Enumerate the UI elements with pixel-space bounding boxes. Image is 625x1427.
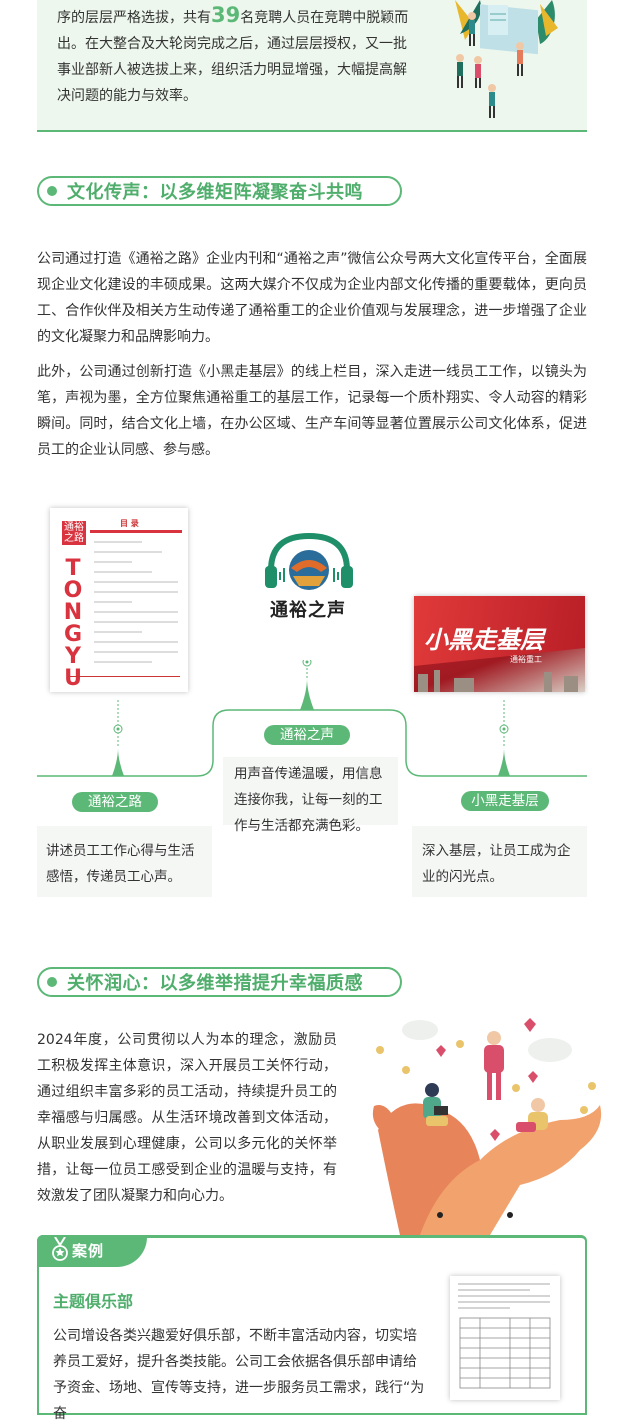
bullet-dot-icon bbox=[47, 186, 57, 196]
section-header-care: 关怀润心：以多维举措提升幸福质感 bbox=[37, 967, 402, 997]
label-tongyu-voice: 通裕之声 bbox=[264, 725, 350, 745]
highlight-number: 39 bbox=[211, 3, 241, 27]
club-document-image bbox=[450, 1276, 560, 1400]
desc-tongyu-road: 讲述员工工作心得与生活感悟，传递员工心声。 bbox=[37, 826, 212, 897]
label-tongyu-road: 通裕之路 bbox=[72, 792, 158, 812]
xiaohei-banner-title: 小黑走基层 bbox=[424, 625, 544, 654]
case-title: 主题俱乐部 bbox=[53, 1292, 134, 1311]
xiaohei-banner-sub: 通裕重工 bbox=[510, 655, 542, 664]
team-book-illustration bbox=[455, 0, 558, 118]
desc-tongyu-voice: 用声音传递温暖，用信息连接你我，让每一刻的工作与生活都充满色彩。 bbox=[223, 757, 398, 834]
intro-text-a: 序的层层严格选拔，共有 bbox=[57, 10, 211, 26]
case-label: 案例 bbox=[72, 1242, 105, 1260]
magazine-toc-heading: 目 录 bbox=[120, 519, 139, 528]
connector-lines bbox=[37, 660, 587, 777]
section-title: 关怀润心：以多维举措提升幸福质感 bbox=[67, 973, 363, 994]
culture-paragraph-1: 公司通过打造《通裕之路》企业内刊和“通裕之声”微信公众号两大文化宣传平台，全面展… bbox=[37, 251, 587, 345]
case-tab bbox=[37, 1235, 147, 1267]
intro-text-b: 名竞聘人员在竞聘中脱颖而出。在大整合及大轮岗完成之后，通过层层授权，又一批事业部… bbox=[57, 10, 409, 104]
bullet-dot-icon bbox=[47, 977, 57, 987]
magazine-logo: 通裕之路 bbox=[62, 521, 86, 545]
section-header-culture: 文化传声：以多维矩阵凝聚奋斗共鸣 bbox=[37, 176, 402, 206]
magazine-cover: 通裕之路 TONGYU 目 录 bbox=[50, 508, 188, 692]
headphones-logo-icon bbox=[265, 532, 353, 590]
magazine-vertical-title: TONGYU bbox=[63, 556, 83, 691]
voice-logo-text: 通裕之声 bbox=[270, 600, 346, 621]
medal-icon bbox=[52, 1237, 68, 1261]
culture-paragraph-2: 此外，公司通过创新打造《小黑走基层》的线上栏目，深入走进一线员工工作，以镜头为笔… bbox=[37, 364, 587, 458]
case-text: 公司增设各类兴趣爱好俱乐部，不断丰富活动内容，切实培养员工爱好，提升各类技能。公… bbox=[53, 1328, 425, 1422]
magazine-toc-lines bbox=[94, 541, 178, 663]
label-xiaohei: 小黑走基层 bbox=[461, 791, 549, 811]
caring-hands-illustration bbox=[372, 1018, 602, 1235]
section-title: 文化传声：以多维矩阵凝聚奋斗共鸣 bbox=[67, 182, 363, 203]
xiaohei-banner-image: 小黑走基层 通裕重工 bbox=[414, 596, 585, 692]
care-paragraph: 2024年度，公司贯彻以人为本的理念，激励员工积极发挥主体意识，深入开展员工关怀… bbox=[37, 1032, 337, 1204]
desc-xiaohei: 深入基层，让员工成为企业的闪光点。 bbox=[412, 826, 587, 897]
intro-text: 序的层层严格选拔，共有39名竞聘人员在竞聘中脱颖而出。在大整合及大轮岗完成之后，… bbox=[57, 2, 413, 109]
